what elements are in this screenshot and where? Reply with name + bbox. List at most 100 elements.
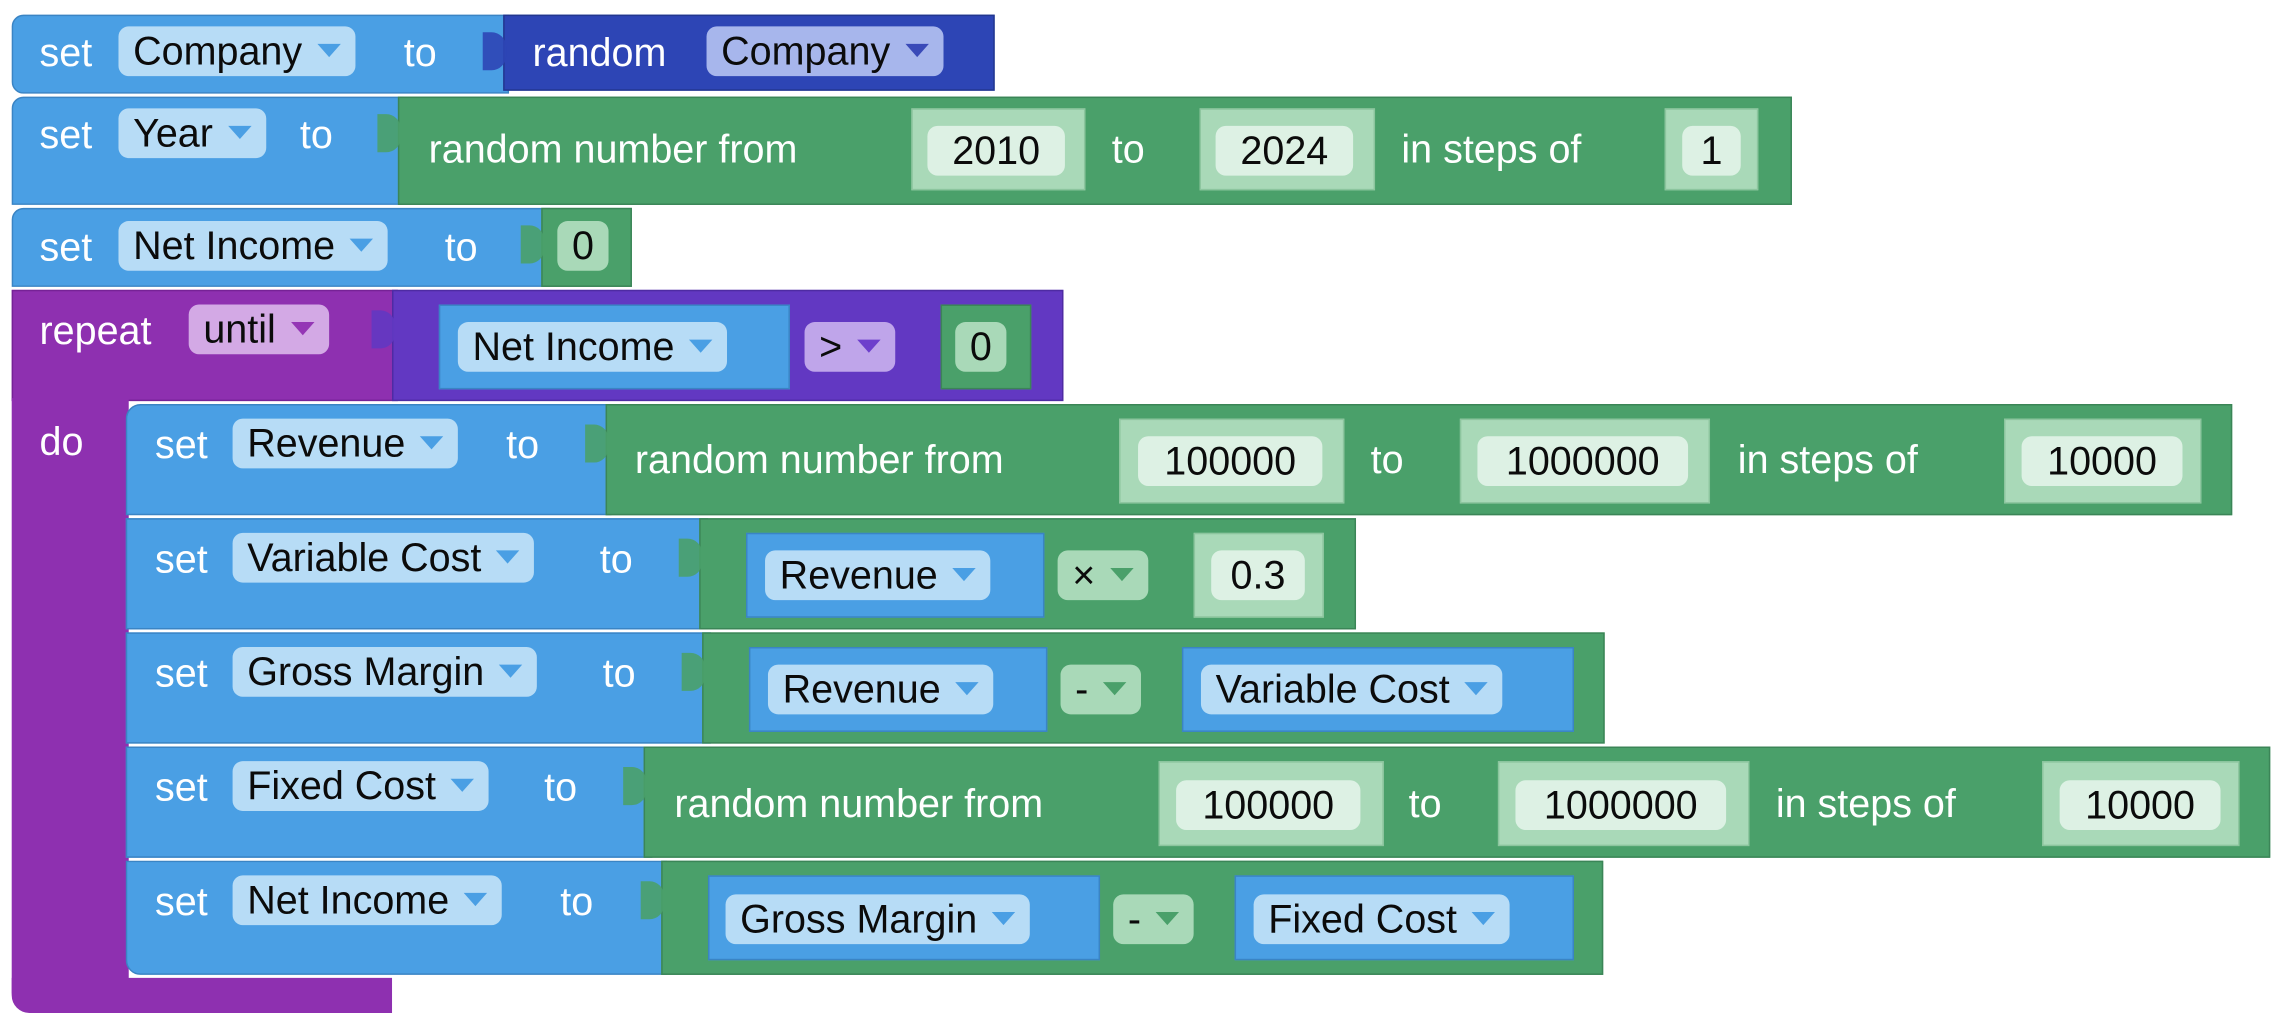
variable-name: Revenue	[782, 667, 941, 712]
keyword-to: to	[544, 765, 578, 810]
variable-dropdown-variable-cost[interactable]: Variable Cost	[1200, 664, 1503, 715]
variable-name: Revenue	[247, 421, 406, 466]
random-type-label: Company	[721, 29, 891, 74]
chevron-down-icon	[856, 340, 881, 354]
chevron-down-icon	[450, 779, 475, 793]
input-connector	[640, 881, 665, 920]
number-field-compare-zero[interactable]: 0	[955, 322, 1007, 372]
operator-label: ×	[1072, 553, 1096, 598]
keyword-to: to	[1370, 437, 1404, 482]
chevron-down-icon	[419, 436, 444, 450]
in-steps-of-label: in steps of	[1775, 781, 1956, 826]
variable-dropdown-fixed-cost[interactable]: Fixed Cost	[1253, 894, 1510, 945]
variable-name: Gross Margin	[247, 649, 485, 694]
variable-name: Year	[133, 111, 213, 156]
number-field-net-income-init[interactable]: 0	[557, 221, 609, 271]
keyword-set: set	[39, 30, 93, 75]
variable-dropdown-net-income[interactable]: Net Income	[232, 875, 502, 926]
chevron-down-icon	[1155, 912, 1180, 926]
number-field-year-to[interactable]: 2024	[1215, 125, 1354, 176]
number-field-revenue-from[interactable]: 100000	[1138, 436, 1323, 486]
chevron-down-icon	[1109, 568, 1134, 582]
variable-dropdown-year[interactable]: Year	[118, 108, 266, 159]
chevron-down-icon	[955, 682, 979, 696]
variable-name: Variable Cost	[247, 535, 482, 580]
input-connector	[520, 225, 545, 264]
number-field-revenue-step[interactable]: 10000	[2021, 436, 2183, 486]
keyword-to: to	[1111, 127, 1145, 172]
set-net-income-block[interactable]	[11, 207, 551, 287]
input-connector	[482, 32, 507, 71]
random-number-from-label: random number from	[634, 437, 1004, 482]
variable-name: Net Income	[472, 324, 675, 369]
variable-dropdown-net-income[interactable]: Net Income	[457, 322, 728, 372]
keyword-random: random	[532, 30, 667, 75]
variable-dropdown-revenue[interactable]: Revenue	[765, 550, 991, 601]
loop-mode-label: until	[203, 307, 276, 352]
input-connector	[681, 652, 706, 691]
variable-dropdown-variable-cost[interactable]: Variable Cost	[232, 532, 535, 583]
keyword-set: set	[39, 112, 93, 157]
variable-name: Revenue	[779, 553, 938, 598]
chevron-down-icon	[316, 44, 341, 58]
variable-dropdown-net-income[interactable]: Net Income	[118, 221, 388, 271]
chevron-down-icon	[463, 893, 488, 907]
chevron-down-icon	[689, 340, 713, 354]
operator-dropdown-multiply[interactable]: ×	[1057, 550, 1148, 601]
variable-dropdown-fixed-cost[interactable]: Fixed Cost	[232, 761, 489, 811]
variable-name: Variable Cost	[1215, 667, 1450, 712]
chevron-down-icon	[1102, 682, 1127, 696]
number-field-fixed-cost-to[interactable]: 1000000	[1515, 780, 1727, 830]
number-field-revenue-to[interactable]: 1000000	[1477, 436, 1689, 486]
keyword-set: set	[155, 765, 208, 810]
random-number-block-fixed-cost[interactable]	[643, 746, 2271, 858]
chevron-down-icon	[498, 665, 523, 679]
operator-dropdown-gt[interactable]: >	[804, 322, 895, 372]
variable-name: Fixed Cost	[247, 764, 436, 809]
chevron-down-icon	[496, 550, 520, 565]
number-field-year-from[interactable]: 2010	[927, 125, 1065, 176]
keyword-to: to	[602, 651, 636, 696]
variable-name: Gross Margin	[740, 897, 978, 942]
keyword-do: do	[39, 420, 84, 465]
random-type-dropdown[interactable]: Company	[706, 26, 943, 77]
chevron-down-icon	[1471, 912, 1496, 926]
loop-mode-dropdown[interactable]: until	[188, 304, 329, 355]
number-field-variable-rate[interactable]: 0.3	[1211, 550, 1305, 601]
number-field-fixed-cost-from[interactable]: 100000	[1176, 780, 1361, 830]
keyword-to: to	[560, 879, 594, 924]
operator-dropdown-minus[interactable]: -	[1060, 664, 1141, 715]
keyword-to: to	[299, 112, 333, 157]
random-number-block-year[interactable]	[397, 96, 1792, 205]
operator-dropdown-minus[interactable]: -	[1113, 894, 1194, 945]
chevron-down-icon	[290, 322, 314, 336]
variable-dropdown-company[interactable]: Company	[118, 26, 355, 77]
in-steps-of-label: in steps of	[1401, 127, 1582, 172]
variable-dropdown-revenue[interactable]: Revenue	[767, 664, 994, 715]
repeat-block-footer	[11, 977, 393, 1013]
input-connector	[371, 310, 395, 349]
operator-label: -	[1127, 897, 1141, 942]
input-connector	[377, 114, 401, 153]
chevron-down-icon	[349, 239, 374, 253]
number-field-year-step[interactable]: 1	[1682, 125, 1741, 176]
operator-label: >	[819, 324, 843, 369]
keyword-to: to	[599, 537, 633, 582]
random-number-block-revenue[interactable]	[605, 404, 2233, 516]
number-field-fixed-cost-step[interactable]: 10000	[2059, 780, 2221, 830]
keyword-set: set	[155, 537, 208, 582]
keyword-set: set	[155, 879, 208, 924]
input-connector	[585, 424, 609, 463]
chevron-down-icon	[904, 44, 929, 58]
in-steps-of-label: in steps of	[1737, 437, 1918, 482]
variable-dropdown-gross-margin[interactable]: Gross Margin	[232, 646, 537, 697]
keyword-set: set	[155, 423, 208, 467]
variable-dropdown-revenue[interactable]: Revenue	[232, 418, 458, 469]
chevron-down-icon	[991, 912, 1016, 926]
variable-dropdown-gross-margin[interactable]: Gross Margin	[725, 894, 1030, 945]
repeat-block-spine	[11, 398, 129, 1011]
chevron-down-icon	[1464, 682, 1488, 696]
operator-label: -	[1075, 667, 1089, 712]
chevron-down-icon	[952, 568, 976, 582]
keyword-set: set	[155, 651, 208, 696]
